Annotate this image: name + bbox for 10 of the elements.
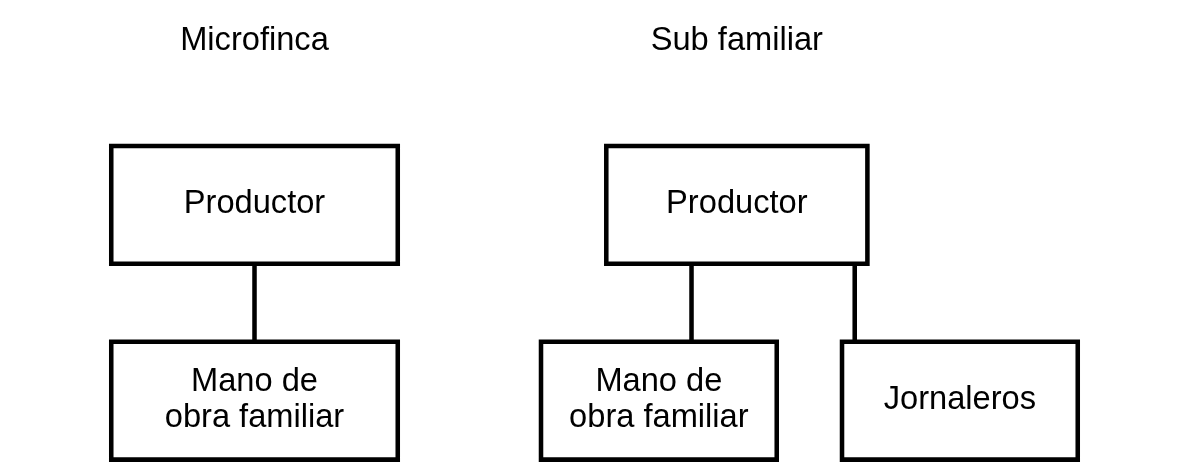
- label: Sub familiar: [650, 19, 823, 57]
- node-box: Jornaleros: [839, 339, 1080, 462]
- node-box: Mano de obra familiar: [108, 339, 400, 462]
- node-box: Mano de obra familiar: [538, 339, 779, 462]
- node-box: Productor: [108, 143, 400, 267]
- connector: [251, 264, 257, 342]
- connector: [688, 264, 694, 342]
- connector: [851, 264, 857, 342]
- label: Microfinca: [179, 19, 329, 57]
- node-box: Productor: [603, 143, 870, 267]
